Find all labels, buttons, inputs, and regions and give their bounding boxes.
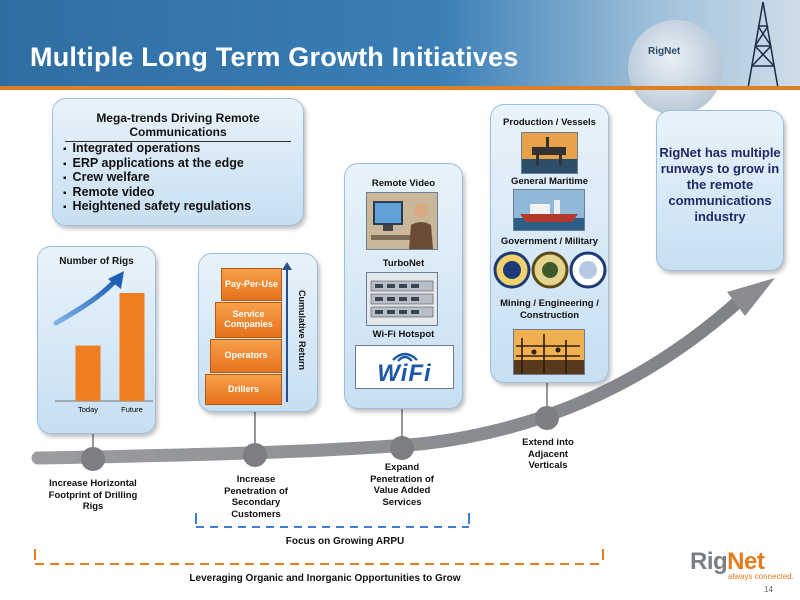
step-label-secondary-customers: Increase Penetration of Secondary Custom… — [224, 474, 288, 520]
rigs-chart-box: Number of Rigs Today Future — [37, 246, 156, 434]
logo-tagline: always connected. — [728, 572, 794, 581]
construction-site-image — [513, 329, 585, 375]
page-number: 14 — [764, 585, 773, 594]
vertical-label-government-military: Government / Military — [500, 236, 599, 247]
satellite-dish-image — [628, 20, 723, 115]
mega-trends-list: Integrated operations ERP applications a… — [63, 141, 252, 214]
milestone-dot — [390, 436, 414, 460]
service-label-turbonet: TurboNet — [382, 258, 425, 269]
milestone-dot — [535, 406, 559, 430]
vertical-label-general-maritime: General Maritime — [510, 176, 589, 187]
wifi-logo-image: WiFi — [355, 345, 454, 389]
logo-net-text: Net — [727, 548, 765, 575]
stack-drillers: Drillers — [205, 374, 282, 405]
growth-arrow-head — [108, 271, 124, 289]
chart-title: Number of Rigs — [59, 256, 134, 267]
header-brand-mark: RigNet — [648, 46, 681, 57]
vertical-label-production-vessels: Production / Vessels — [503, 117, 596, 128]
step-label-horizontal-footprint: Increase Horizontal Footprint of Drillin… — [48, 478, 138, 512]
turbonet-server-image — [366, 272, 438, 326]
drilling-tower-image — [747, 1, 779, 88]
mega-trends-box: Mega-trends Driving Remote Communication… — [52, 98, 304, 226]
list-item: Integrated operations — [63, 141, 251, 156]
header-divider — [0, 86, 800, 90]
service-label-remote-video: Remote Video — [371, 178, 436, 189]
remote-video-image — [366, 192, 438, 250]
page-title: Multiple Long Term Growth Initiatives — [30, 42, 519, 72]
rigs-chart: Today Future — [53, 271, 153, 414]
stack-pay-per-use: Pay-Per-Use — [221, 268, 282, 301]
bar-future — [119, 293, 145, 401]
step-label-adjacent-verticals: Extend into Adjacent Verticals — [522, 437, 574, 471]
milestone-dot — [243, 443, 267, 467]
arpu-bracket — [195, 513, 470, 528]
list-item: Remote video — [63, 185, 251, 200]
wifi-logo-text: WiFi — [377, 360, 432, 387]
wifi-signal-icon — [392, 352, 418, 362]
offshore-platform-image — [521, 132, 578, 174]
focus-arpu-label: Focus on Growing ARPU — [285, 536, 405, 547]
step-label-value-added-services: Expand Penetration of Value Added Servic… — [370, 462, 434, 508]
list-item: Crew welfare — [63, 170, 251, 185]
milestone-dot — [81, 447, 105, 471]
government-seals-image — [493, 251, 607, 289]
runways-callout-box: RigNet has multiple runways to grow in t… — [656, 110, 784, 271]
stack-operators: Operators — [210, 339, 282, 373]
list-item: ERP applications at the edge — [63, 156, 251, 171]
growth-arrow-icon — [53, 278, 118, 326]
runways-callout-text: RigNet has multiple runways to grow in t… — [659, 145, 781, 224]
list-item: Heightened safety regulations — [63, 199, 252, 214]
curve-milestones — [81, 381, 559, 471]
leverage-bracket — [34, 549, 604, 565]
rignet-logo: RigNet — [690, 548, 765, 576]
bar-label-today: Today — [78, 405, 98, 414]
stack-service-companies: Service Companies — [215, 302, 282, 338]
adjacent-verticals-box: Production / Vessels General Maritime Go… — [490, 104, 609, 383]
bar-today — [75, 345, 101, 401]
value-added-services-box: Remote Video TurboNet Wi-Fi Hotspot WiFi — [344, 163, 463, 409]
growth-curve-path — [31, 293, 747, 465]
cumulative-arrow-icon — [282, 262, 292, 270]
growth-curve-arrowhead — [727, 278, 775, 316]
leveraging-label: Leveraging Organic and Inorganic Opportu… — [189, 573, 461, 584]
mega-trends-title: Mega-trends Driving Remote Communication… — [96, 111, 260, 139]
service-label-wifi-hotspot: Wi-Fi Hotspot — [372, 329, 435, 340]
cumulative-return-label: Cumulative Return — [297, 290, 307, 371]
logo-rig-text: Rig — [690, 548, 728, 575]
bar-label-future: Future — [121, 405, 143, 414]
cumulative-arrow-shaft — [286, 268, 288, 402]
maritime-ship-image — [513, 189, 585, 231]
vertical-label-mining-engineering-construction: Mining / Engineering / Construction — [500, 298, 599, 321]
